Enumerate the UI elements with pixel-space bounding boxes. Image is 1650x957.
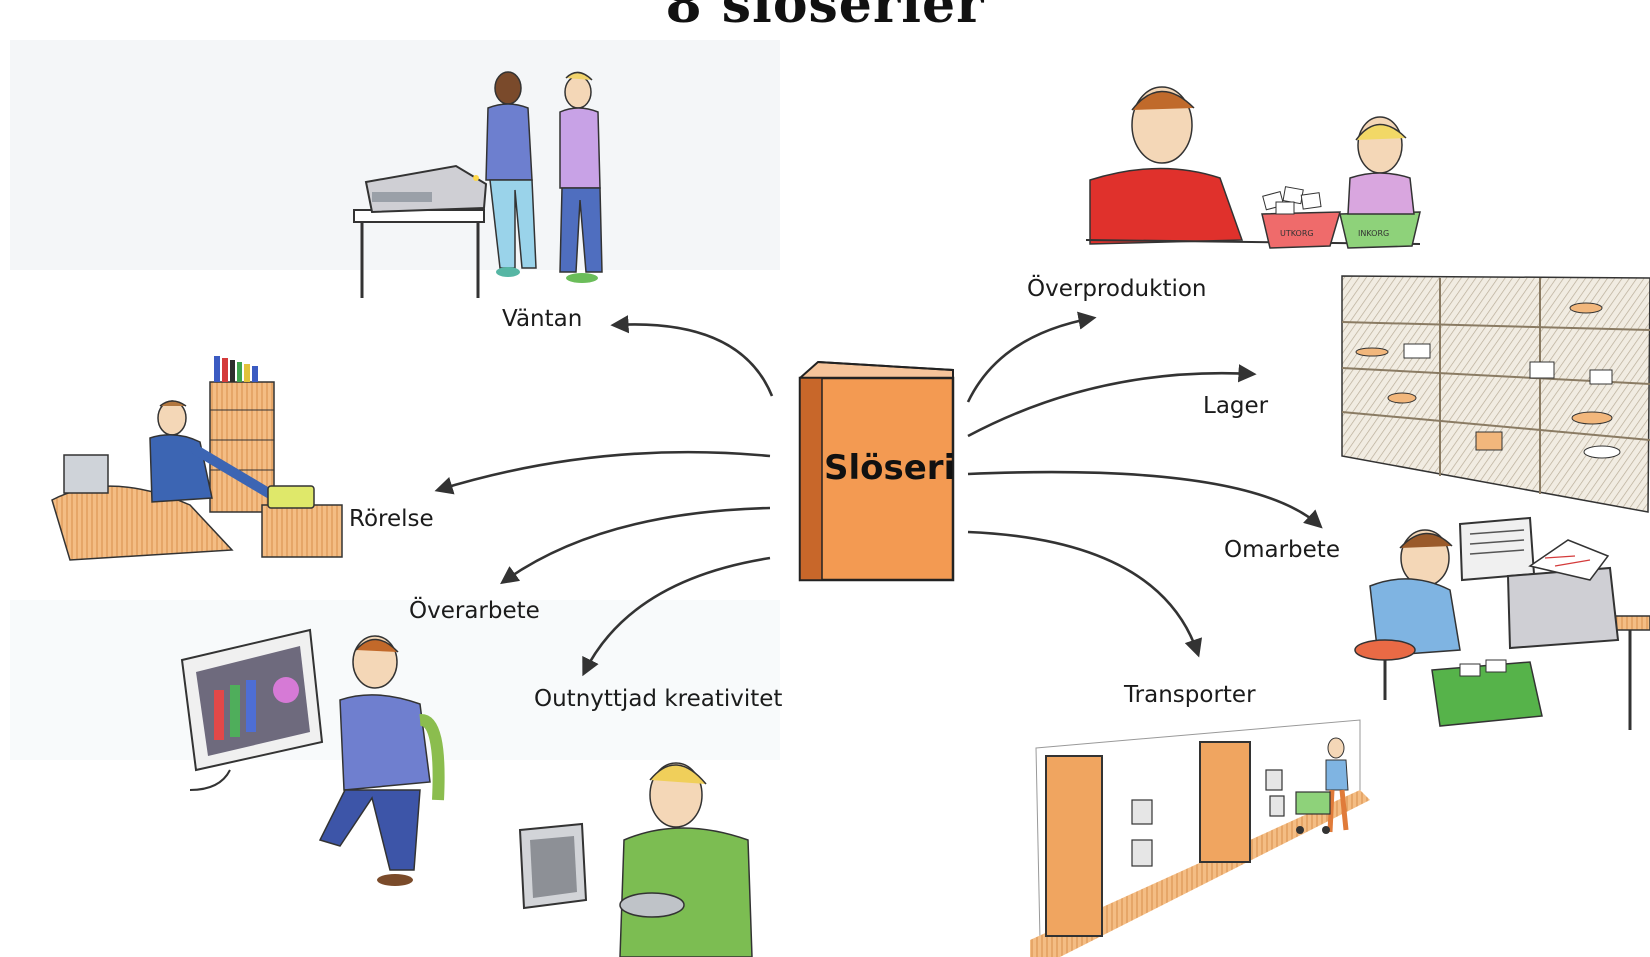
book-icon	[798, 360, 955, 582]
arrow-to-overproduktion	[966, 311, 1097, 403]
label-vantan: Väntan	[502, 306, 583, 332]
arrow-to-lager	[967, 364, 1257, 438]
in-tray-label: INKORG	[1358, 229, 1389, 238]
arrow-to-vantan	[610, 315, 774, 397]
label-lager: Lager	[1203, 393, 1269, 419]
waiting-illustration	[353, 71, 603, 298]
arrow-to-rorelse	[434, 450, 771, 495]
arrow-to-transporter	[967, 530, 1203, 658]
transport-illustration	[1030, 719, 1370, 957]
overproduction-illustration: UTKORG INKORG	[1085, 86, 1421, 249]
label-omarbete: Omarbete	[1224, 537, 1340, 563]
label-outnyttjad-kreativitet: Outnyttjad kreativitet	[534, 686, 783, 712]
overprocessing-illustration	[180, 628, 445, 886]
arrows	[434, 311, 1323, 677]
unused-creativity-illustration	[518, 762, 753, 957]
arrow-to-outnyttjad	[582, 556, 771, 677]
out-tray-label: UTKORG	[1280, 229, 1314, 238]
arrow-to-overarbete	[500, 506, 771, 585]
label-overproduktion: Överproduktion	[1027, 276, 1207, 302]
background-band	[10, 40, 780, 270]
center-label: Slöseri	[824, 448, 956, 488]
movement-illustration	[51, 356, 343, 561]
arrow-to-omarbete	[967, 470, 1323, 529]
page-title: 8 slöserier	[665, 0, 985, 35]
rework-illustration	[1354, 516, 1650, 730]
label-overarbete: Överarbete	[409, 598, 540, 624]
inventory-illustration	[1341, 275, 1650, 513]
label-rorelse: Rörelse	[349, 506, 434, 532]
label-transporter: Transporter	[1124, 682, 1256, 708]
